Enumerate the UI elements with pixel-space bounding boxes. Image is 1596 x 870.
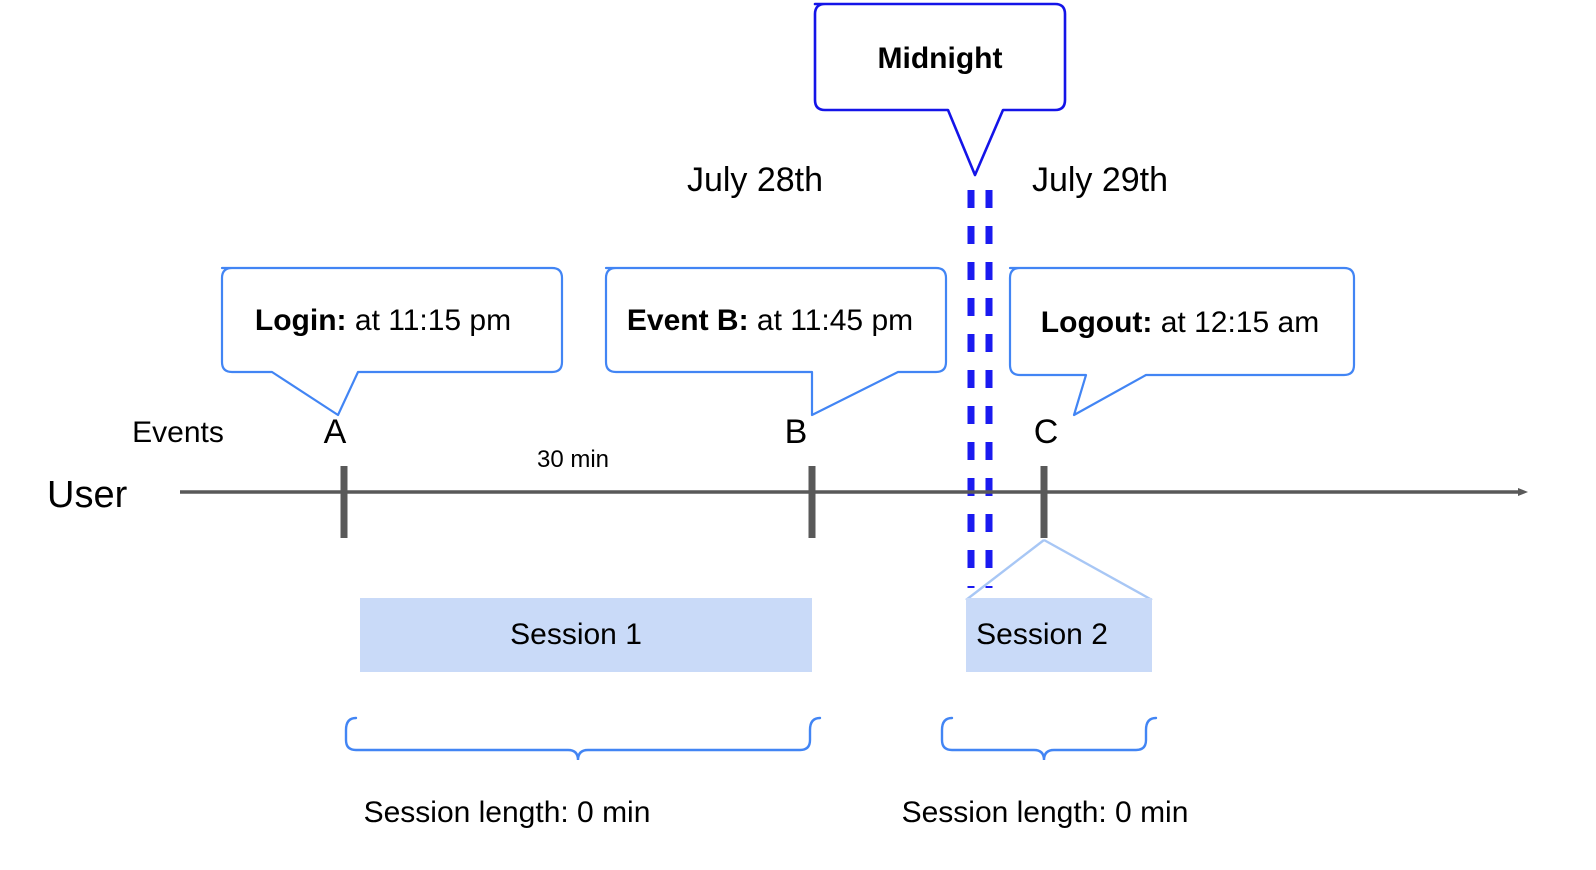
logout-callout-bold: Logout:: [1040, 306, 1153, 339]
login-callout-bold: Login:: [254, 304, 347, 337]
session-1-brace: [344, 716, 822, 761]
midnight-dashed-lines: [967, 190, 993, 588]
midnight-callout-label: Midnight: [877, 42, 1003, 75]
event-b-callout-shape[interactable]: [604, 266, 948, 417]
event-letter-a: A: [323, 413, 347, 451]
event-b-callout-bold: Event B:: [626, 304, 749, 337]
interval-label-30-min: 30 min: [536, 446, 610, 473]
midnight-callout-shape[interactable]: [813, 2, 1067, 177]
session-2-connector-lines: [965, 538, 1153, 602]
session-1-length-label: Session length: 0 min: [363, 796, 651, 829]
logout-callout-label: Logout: at 12:15 am: [1041, 308, 1319, 338]
events-row-label: Events: [132, 416, 224, 449]
session-1-bar[interactable]: [360, 598, 812, 672]
login-callout-rest: at 11:15 pm: [346, 304, 512, 337]
session-2-label: Session 2: [976, 618, 1108, 651]
event-letter-b: B: [784, 413, 808, 451]
event-b-callout-rest: at 11:45 pm: [748, 304, 914, 337]
logout-callout-rest: at 12:15 am: [1152, 306, 1320, 339]
event-b-callout-label: Event B: at 11:45 pm: [627, 306, 913, 336]
user-row-label: User: [47, 474, 128, 516]
logout-callout-shape[interactable]: [1008, 266, 1356, 417]
login-callout-shape[interactable]: [220, 266, 564, 417]
event-letter-c: C: [1033, 413, 1059, 451]
session-2-length-label: Session length: 0 min: [901, 796, 1189, 829]
date-label-july-29: July 29th: [1031, 161, 1169, 199]
session-2-brace: [940, 716, 1158, 761]
session-2-bar[interactable]: [966, 598, 1152, 672]
date-label-july-28: July 28th: [686, 161, 824, 199]
login-callout-label: Login: at 11:15 pm: [255, 306, 511, 336]
session-1-label: Session 1: [510, 618, 642, 651]
